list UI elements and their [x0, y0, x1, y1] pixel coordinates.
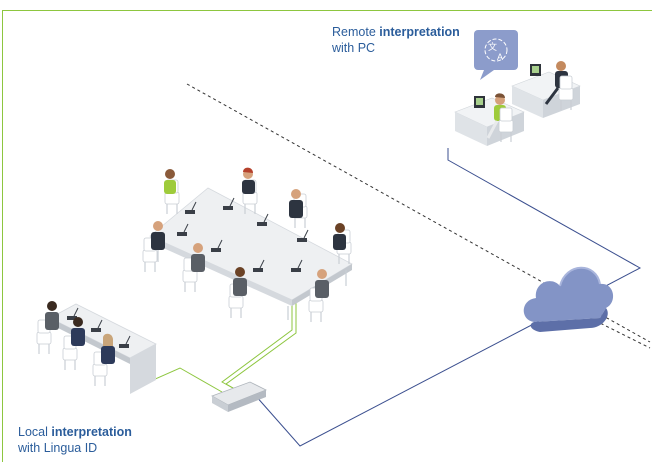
boundary-dashed-line-upper	[186, 83, 651, 343]
svg-text:文: 文	[488, 41, 497, 52]
translate-bubble-icon: 文 A	[474, 30, 518, 80]
remote-caption-line2: with PC	[332, 41, 376, 55]
delegates	[142, 167, 352, 323]
network-line-local	[254, 317, 546, 447]
remote-workstation	[454, 61, 581, 146]
conference-table	[149, 187, 353, 320]
interpreter-booth	[36, 301, 157, 394]
boundary-dashed-line-right	[589, 317, 651, 349]
cloud-icon	[523, 266, 614, 332]
remote-interpretation-caption: Remote interpretation with PC	[332, 24, 460, 56]
local-caption-prefix: Local	[18, 425, 52, 439]
remote-caption-prefix: Remote	[332, 25, 380, 39]
diagram-frame	[2, 10, 652, 462]
central-unit-icon	[211, 381, 267, 412]
svg-text:A: A	[497, 52, 503, 62]
local-caption-bold: interpretation	[51, 425, 132, 439]
remote-caption-bold: interpretation	[379, 25, 460, 39]
local-caption-line2: with Lingua ID	[18, 441, 98, 455]
local-interpretation-caption: Local interpretation with Lingua ID	[18, 424, 132, 456]
